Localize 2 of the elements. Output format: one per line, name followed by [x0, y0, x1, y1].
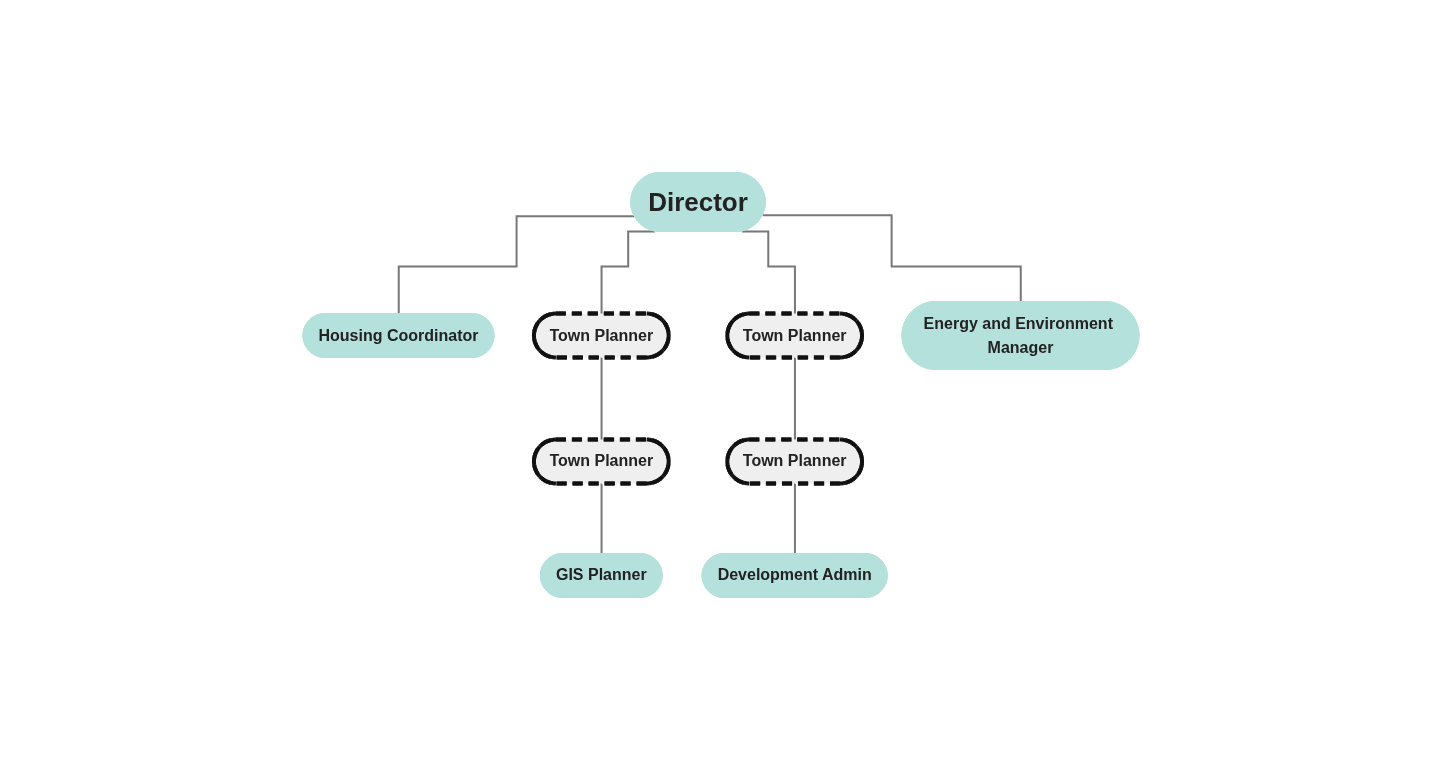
connector	[761, 213, 1022, 303]
connector	[397, 214, 636, 315]
